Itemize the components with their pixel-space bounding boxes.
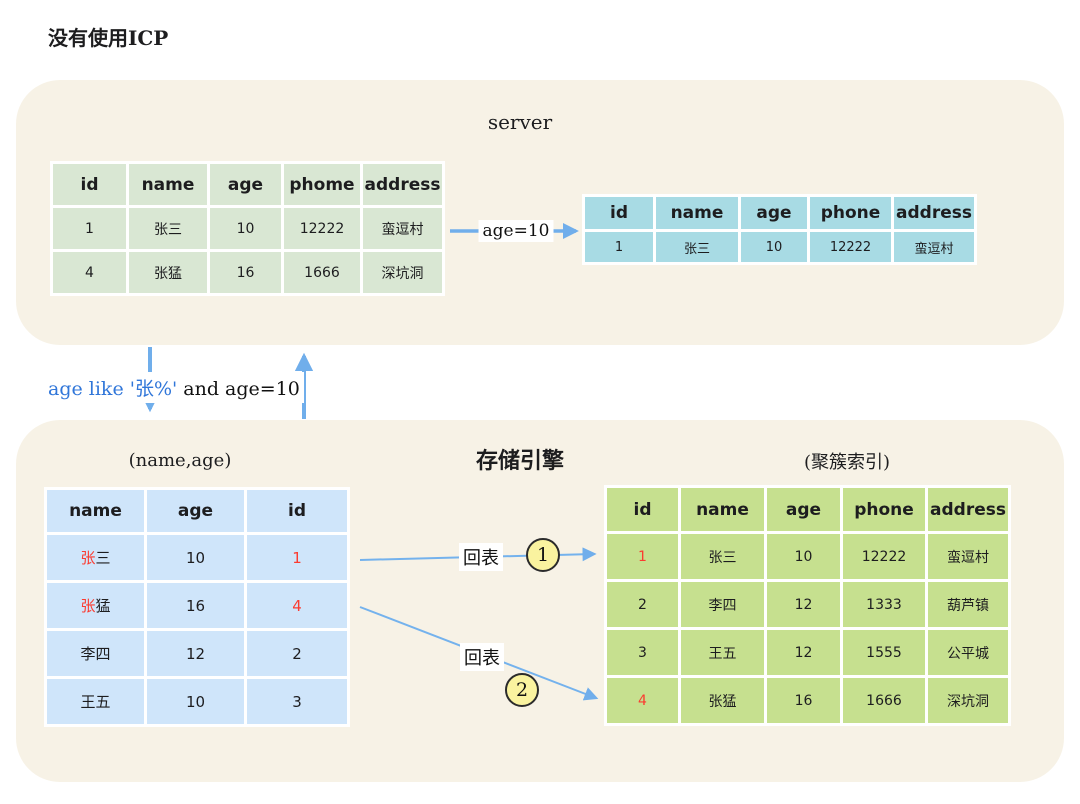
table-cell: 12 [767, 630, 840, 675]
table-cell: 公平城 [928, 630, 1008, 675]
table-cell: 蛮逗村 [894, 232, 974, 262]
table-cell: 深坑洞 [928, 678, 1008, 723]
column-header: name [681, 488, 764, 531]
page-title: 没有使用ICP [48, 26, 169, 50]
server-box-label: server [487, 110, 553, 134]
query-condition-indexed-part: age like '张%' [48, 378, 178, 400]
table-cell: 张猛 [681, 678, 764, 723]
secondary-index-caption: (name,age) [128, 450, 232, 471]
table-cell: 张三 [47, 535, 144, 580]
table-cell: 李四 [681, 582, 764, 627]
column-header: age [767, 488, 840, 531]
column-header: age [741, 197, 807, 229]
column-header: address [363, 164, 442, 205]
table-cell: 2 [607, 582, 678, 627]
column-header: address [894, 197, 974, 229]
table-cell: 张猛 [129, 252, 207, 293]
table-cell: 12222 [810, 232, 891, 262]
storage-engine-box-label: 存储引擎 [475, 448, 564, 474]
table-cell: 4 [607, 678, 678, 723]
table-cell: 12 [767, 582, 840, 627]
table-cell: 3 [607, 630, 678, 675]
back-to-table-label-2: 回表 [460, 643, 504, 671]
table-cell: 4 [247, 583, 347, 628]
table-cell: 1 [53, 208, 126, 249]
table-cell: 1 [607, 534, 678, 579]
column-header: id [247, 490, 347, 532]
table-cell: 1 [585, 232, 653, 262]
column-header: phone [810, 197, 891, 229]
filter-arrow-label: age=10 [478, 220, 554, 242]
column-header: name [47, 490, 144, 532]
column-header: phone [843, 488, 925, 531]
table-cell: 张三 [656, 232, 738, 262]
table-cell: 张三 [129, 208, 207, 249]
column-header: id [607, 488, 678, 531]
column-header: address [928, 488, 1008, 531]
table-cell: 1 [247, 535, 347, 580]
table-cell: 16 [147, 583, 244, 628]
table-cell: 蛮逗村 [363, 208, 442, 249]
clustered-index-caption: (聚簇索引) [803, 452, 891, 473]
column-header: age [147, 490, 244, 532]
column-header: name [656, 197, 738, 229]
table-cell: 16 [767, 678, 840, 723]
column-header: id [585, 197, 653, 229]
table-cell: 12222 [843, 534, 925, 579]
column-header: age [210, 164, 281, 205]
table-cell: 李四 [47, 631, 144, 676]
table-cell: 张猛 [47, 583, 144, 628]
table-cell: 葫芦镇 [928, 582, 1008, 627]
table-cell: 16 [210, 252, 281, 293]
table-cell: 1555 [843, 630, 925, 675]
table-cell: 张三 [681, 534, 764, 579]
table-cell: 蛮逗村 [928, 534, 1008, 579]
step-badge-1: 1 [526, 538, 560, 572]
table-cell: 10 [147, 535, 244, 580]
table-cell: 1666 [284, 252, 360, 293]
table-cell: 10 [147, 679, 244, 724]
column-header: id [53, 164, 126, 205]
table-cell: 10 [767, 534, 840, 579]
table-cell: 4 [53, 252, 126, 293]
table-cell: 深坑洞 [363, 252, 442, 293]
query-condition-rest-part: and age=10 [177, 378, 300, 400]
column-header: name [129, 164, 207, 205]
table-cell: 2 [247, 631, 347, 676]
table-cell: 1333 [843, 582, 925, 627]
table-cell: 10 [741, 232, 807, 262]
table-cell: 1666 [843, 678, 925, 723]
query-condition-label: age like '张%' and age=10 [44, 372, 304, 403]
table-cell: 10 [210, 208, 281, 249]
column-header: phome [284, 164, 360, 205]
table-cell: 12222 [284, 208, 360, 249]
step-badge-2: 2 [505, 673, 539, 707]
table-cell: 王五 [681, 630, 764, 675]
table-cell: 王五 [47, 679, 144, 724]
back-to-table-label-1: 回表 [459, 543, 503, 571]
table-cell: 12 [147, 631, 244, 676]
table-cell: 3 [247, 679, 347, 724]
